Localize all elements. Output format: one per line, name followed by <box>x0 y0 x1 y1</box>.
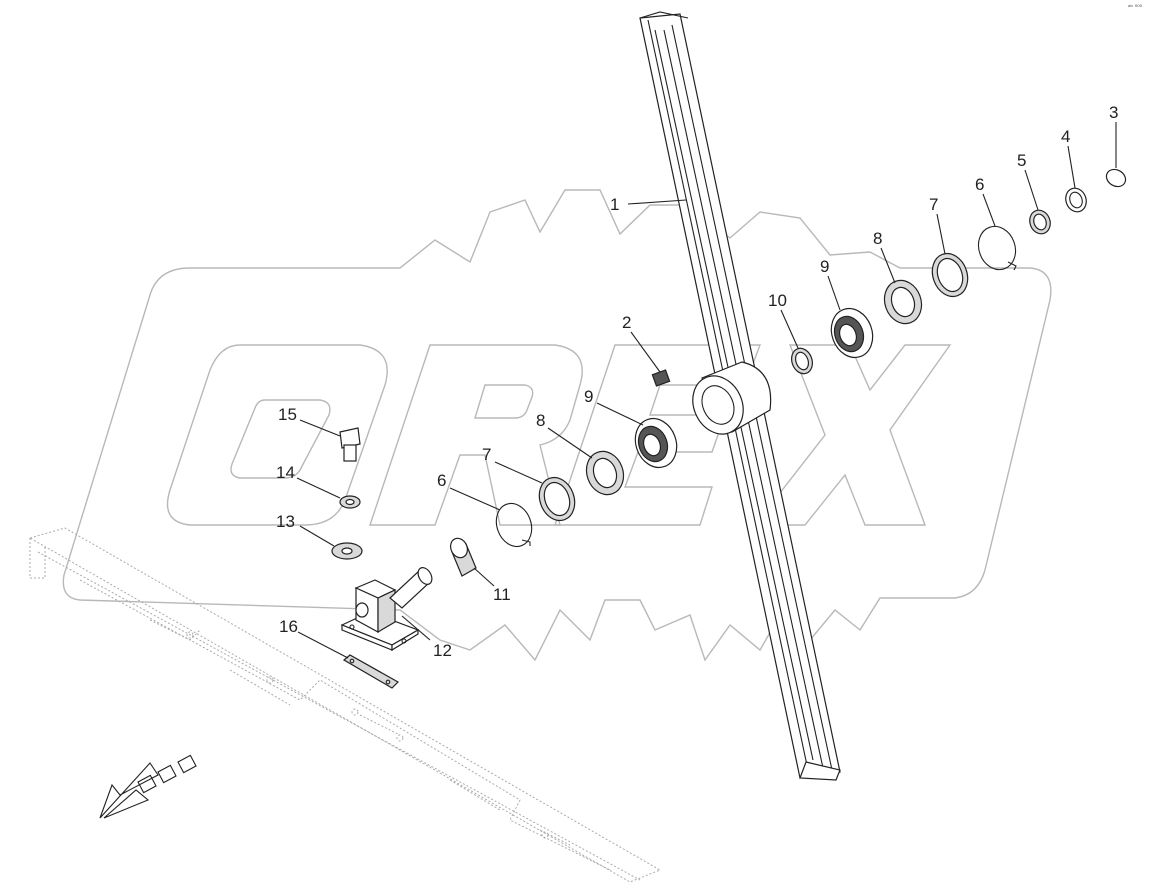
callout-3: 3 <box>1109 103 1118 122</box>
frame-beam <box>28 527 662 883</box>
callout-4: 4 <box>1061 127 1070 146</box>
callout-6-left: 6 <box>437 471 446 490</box>
bolt <box>339 427 361 462</box>
callout-1: 1 <box>610 195 619 214</box>
circlip-small <box>1105 168 1127 188</box>
pivot-bracket <box>340 567 433 652</box>
bushing-right <box>791 347 813 375</box>
spring-washer <box>339 495 361 509</box>
bearing-left <box>634 417 678 469</box>
callout-11: 11 <box>493 585 511 604</box>
callout-9-right: 9 <box>820 257 829 276</box>
callout-8-left: 8 <box>536 411 545 430</box>
watermark-logo <box>62 189 1052 662</box>
callout-16: 16 <box>279 617 298 636</box>
cover-ring-left <box>585 450 625 496</box>
callout-6-right: 6 <box>975 175 984 194</box>
mounting-strap <box>342 654 399 689</box>
bushing-left <box>450 537 477 577</box>
watermark-gear-outline <box>62 189 1052 662</box>
travel-direction-arrow-icon <box>99 754 197 819</box>
callout-14: 14 <box>276 463 295 482</box>
callout-8-right: 8 <box>873 229 882 248</box>
grease-nipple <box>651 369 671 387</box>
seal-ring-right <box>931 252 969 298</box>
callout-5: 5 <box>1017 151 1026 170</box>
corner-mark: ᵃᵇ ⁰⁰⁰ <box>1128 4 1143 11</box>
callout-labels: 3 4 5 6 7 8 9 10 1 2 9 8 7 6 11 12 13 14… <box>276 103 1118 660</box>
callout-13: 13 <box>276 512 295 531</box>
callout-2: 2 <box>622 313 631 332</box>
callout-7-right: 7 <box>929 195 938 214</box>
callout-15: 15 <box>278 405 297 424</box>
leader-lines <box>296 122 1117 659</box>
cover-ring-right <box>883 279 923 325</box>
snap-ring-left <box>495 502 533 548</box>
callout-7-left: 7 <box>482 445 491 464</box>
callout-9-left: 9 <box>584 387 593 406</box>
watermark-letter-o <box>166 344 388 526</box>
flat-washer <box>331 542 363 560</box>
rail-housing-tube <box>692 361 772 435</box>
callout-12: 12 <box>433 641 452 660</box>
snap-ring-right <box>977 225 1017 271</box>
seal-ring-left <box>538 476 576 522</box>
washer-small <box>1065 187 1087 213</box>
watermark-letter-x <box>753 344 952 526</box>
ring-small <box>1029 209 1051 235</box>
callout-10: 10 <box>768 291 787 310</box>
bearing-right <box>830 307 874 359</box>
